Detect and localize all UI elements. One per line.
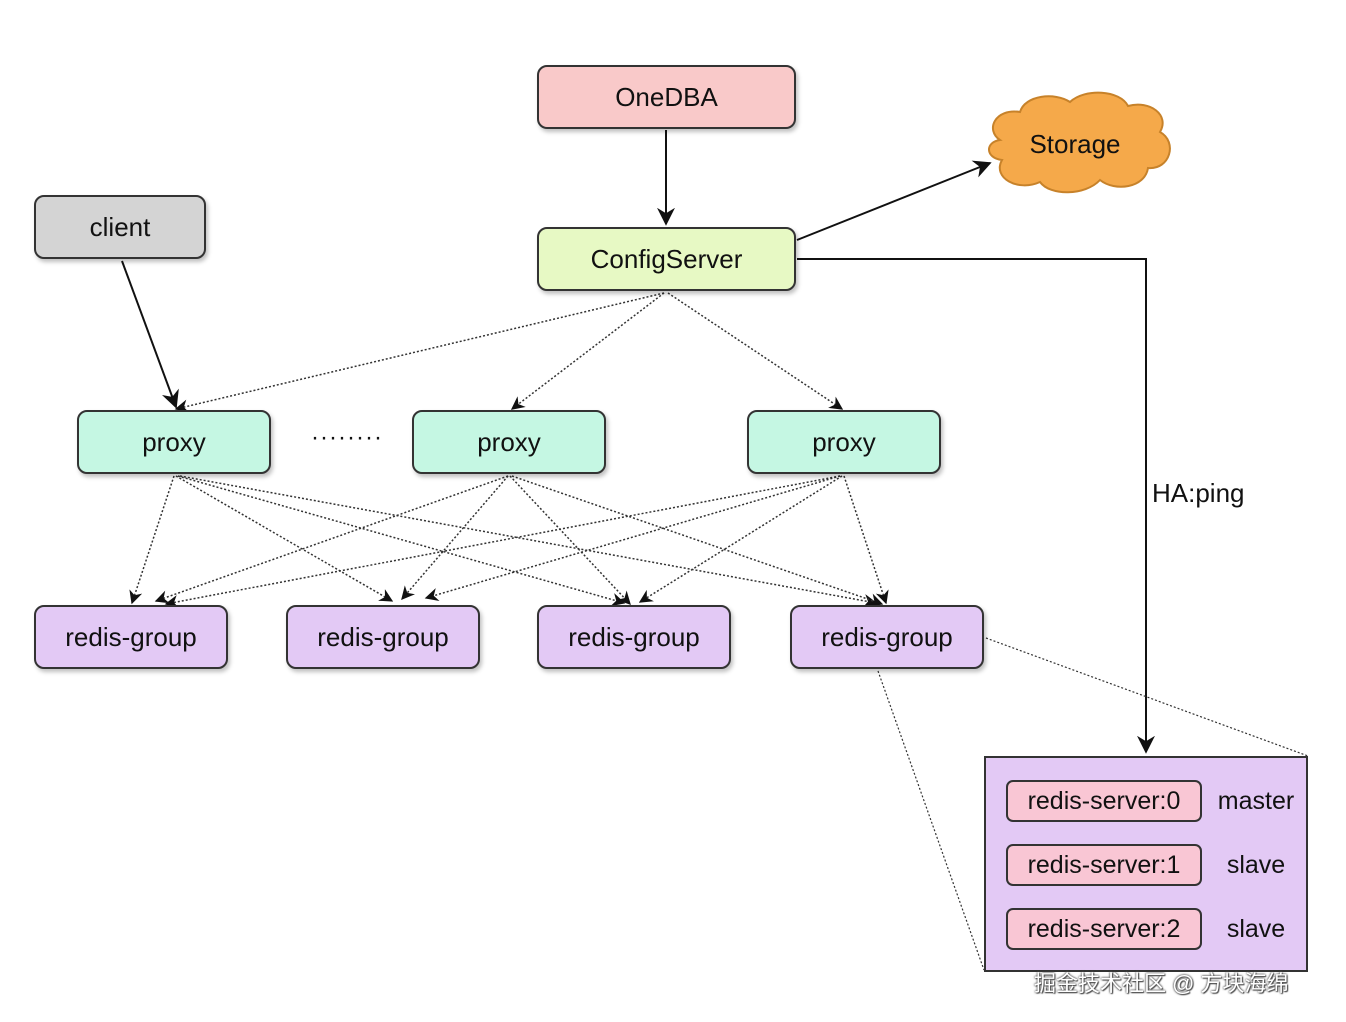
ha-ping-label: HA:ping xyxy=(1152,478,1245,508)
proxy-label: proxy xyxy=(477,426,541,457)
storage-cloud-shape xyxy=(988,91,1171,194)
proxy-ellipsis: ········ xyxy=(311,424,383,451)
redis-group-node-1: redis-group xyxy=(34,605,228,669)
edge-configserver-storage xyxy=(796,160,992,241)
redis-group-node-2: redis-group xyxy=(286,605,480,669)
storage-label: Storage xyxy=(1029,128,1121,159)
client-node: client xyxy=(34,195,206,259)
redis-group-label: redis-group xyxy=(317,621,449,652)
redis-group-label: redis-group xyxy=(568,621,700,652)
redis-group-node-4: redis-group xyxy=(790,605,984,669)
proxy-node-1: proxy xyxy=(77,410,271,474)
role-label: slave xyxy=(1226,914,1286,943)
proxy-label: proxy xyxy=(142,426,206,457)
redis-group-node-3: redis-group xyxy=(537,605,731,669)
detail-zoom-lines xyxy=(877,637,1309,971)
configserver-label: ConfigServer xyxy=(590,243,743,274)
configserver-node: ConfigServer xyxy=(537,227,796,291)
redis-server-2: redis-server:2 xyxy=(1006,908,1202,950)
edge-configserver-redis-group-ha xyxy=(797,258,1155,754)
role-label: master xyxy=(1217,786,1295,815)
role-label: slave xyxy=(1226,850,1286,879)
edges-proxies-redis-groups xyxy=(129,475,889,609)
onedba-label: OneDBA xyxy=(615,81,718,112)
onedba-node: OneDBA xyxy=(537,65,796,129)
proxy-node-3: proxy xyxy=(747,410,941,474)
redis-group-label: redis-group xyxy=(65,621,197,652)
client-label: client xyxy=(89,211,151,242)
watermark: 掘金技术社区 @ 方块海绵 xyxy=(1034,971,1289,996)
proxy-node-2: proxy xyxy=(412,410,606,474)
proxy-label: proxy xyxy=(812,426,876,457)
redis-group-label: redis-group xyxy=(821,621,953,652)
edges-configserver-proxies xyxy=(174,292,844,413)
redis-server-0: redis-server:0 xyxy=(1006,780,1202,822)
redis-group-detail: redis-server:0 master redis-server:1 sla… xyxy=(984,756,1308,972)
edge-client-proxy xyxy=(121,260,179,409)
redis-server-1: redis-server:1 xyxy=(1006,844,1202,886)
